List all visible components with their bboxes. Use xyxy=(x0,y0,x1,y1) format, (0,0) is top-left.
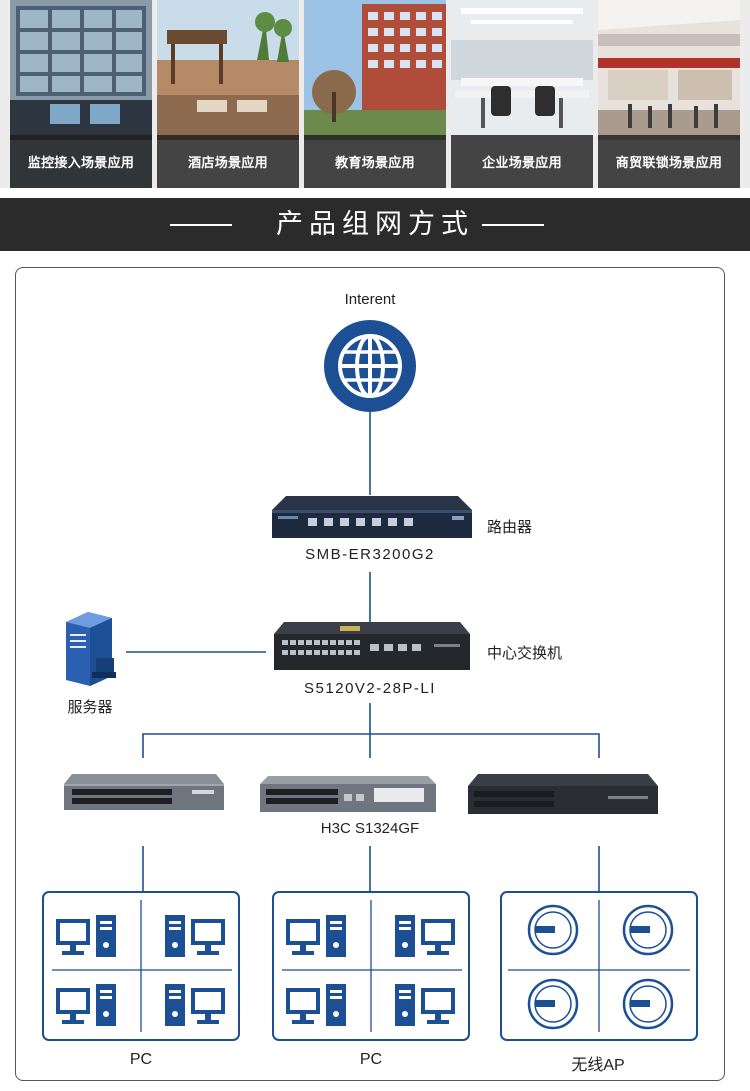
internet-label: Interent xyxy=(344,291,396,308)
ceiling-ap-icon xyxy=(527,904,579,961)
server-icon xyxy=(62,612,118,691)
enterprise-scene-image xyxy=(451,0,593,140)
server-label: 服务器 xyxy=(67,699,113,716)
title-rule-left xyxy=(170,224,232,226)
desktop-pc-icon xyxy=(165,984,227,1033)
router-model-label: SMB-ER3200G2 xyxy=(305,546,435,563)
router-device-icon xyxy=(272,496,472,545)
scene-label: 教育场景应用 xyxy=(304,135,446,188)
surveillance-scene-image xyxy=(10,0,152,188)
scene-card-surveillance[interactable]: 监控接入场景应用 xyxy=(10,0,152,188)
scene-card-retail[interactable]: 商贸联锁场景应用 xyxy=(598,0,740,188)
network-diagram-frame xyxy=(15,267,725,1081)
scene-label: 监控接入场景应用 xyxy=(10,135,152,188)
desktop-pc-icon xyxy=(56,984,118,1033)
pc-group-1-box xyxy=(42,891,240,1041)
ceiling-ap-icon xyxy=(622,978,674,1035)
access-switch-1-icon xyxy=(64,774,224,819)
pc-group-2-box xyxy=(272,891,470,1041)
desktop-pc-icon xyxy=(56,915,118,964)
scene-label: 商贸联锁场景应用 xyxy=(598,135,740,188)
ceiling-ap-icon xyxy=(622,904,674,961)
router-role-label: 路由器 xyxy=(487,519,533,536)
ap-group-box xyxy=(500,891,698,1041)
desktop-pc-icon xyxy=(395,915,457,964)
desktop-pc-icon xyxy=(286,915,348,964)
scene-card-education[interactable]: 教育场景应用 xyxy=(304,0,446,188)
section-title-bar: 产品组网方式 xyxy=(0,198,750,251)
access-switch-model-label: H3C S1324GF xyxy=(320,820,420,837)
section-title: 产品组网方式 xyxy=(276,209,474,239)
education-scene-image xyxy=(304,0,446,140)
scene-label: 酒店场景应用 xyxy=(157,135,299,188)
access-switch-3-icon xyxy=(468,774,658,821)
access-switch-2-icon xyxy=(260,776,436,819)
scene-label: 企业场景应用 xyxy=(451,135,593,188)
scene-card-enterprise[interactable]: 企业场景应用 xyxy=(451,0,593,188)
ap-group-label: 无线AP xyxy=(571,1057,625,1074)
desktop-pc-icon xyxy=(165,915,227,964)
core-switch-role-label: 中心交换机 xyxy=(487,645,563,662)
scene-card-hotel[interactable]: 酒店场景应用 xyxy=(157,0,299,188)
hotel-scene-image xyxy=(157,0,299,140)
desktop-pc-icon xyxy=(286,984,348,1033)
title-rule-right xyxy=(482,224,544,226)
pc-group-2-label: PC xyxy=(359,1051,383,1068)
globe-icon xyxy=(322,318,418,419)
scene-strip: 监控接入场景应用 酒店场景应用 xyxy=(0,0,750,188)
desktop-pc-icon xyxy=(395,984,457,1033)
core-switch-model-label: S5120V2-28P-LI xyxy=(304,680,436,697)
ceiling-ap-icon xyxy=(527,978,579,1035)
pc-group-1-label: PC xyxy=(129,1051,153,1068)
core-switch-device-icon xyxy=(274,622,470,679)
